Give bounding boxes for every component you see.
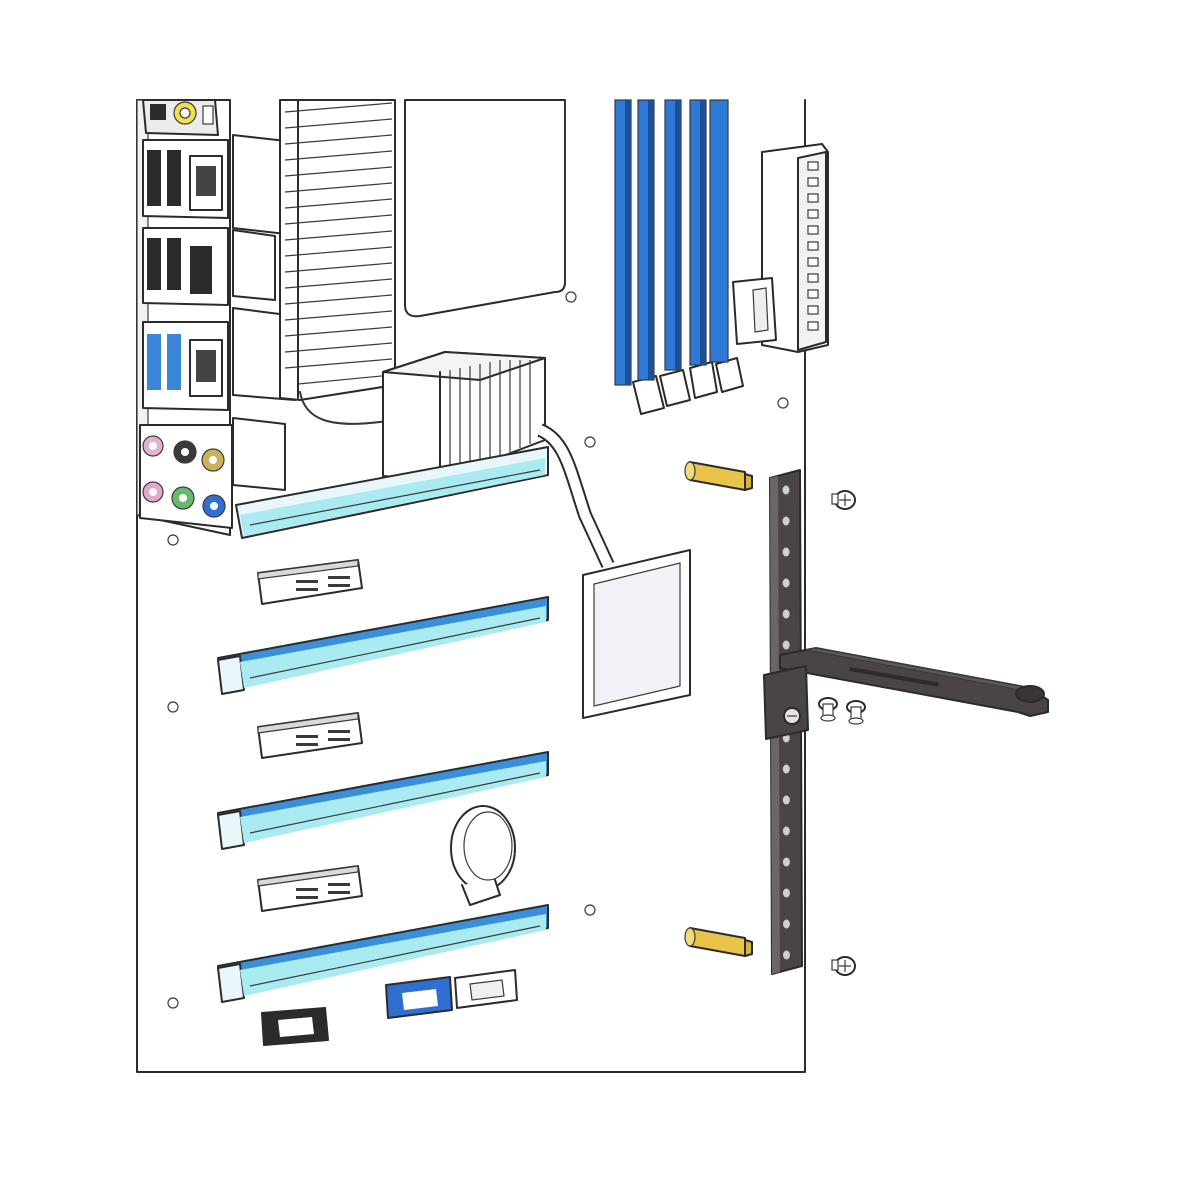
- screw-icon: [846, 700, 866, 725]
- usb3-port-icon: [147, 334, 161, 390]
- hdmi-port-icon: [190, 246, 212, 294]
- bracket-hole: [782, 485, 790, 495]
- bracket-hole: [782, 795, 790, 805]
- usb3-port-icon: [167, 334, 181, 390]
- screw-icon: [831, 490, 856, 510]
- bracket-hole: [782, 609, 790, 619]
- bracket-hole: [782, 547, 790, 557]
- white-header: [454, 969, 518, 1009]
- bracket-hole: [783, 950, 790, 960]
- standoff-icon: [684, 927, 753, 957]
- bracket-hole: [782, 640, 790, 650]
- cmos-battery-holder: [450, 805, 516, 906]
- chipset-heatsink: [382, 351, 691, 719]
- bracket-hole: [782, 857, 790, 867]
- bracket-hole: [782, 764, 790, 774]
- usb-port-icon: [167, 238, 181, 290]
- pcie-slot-3: [217, 751, 549, 850]
- rear-io-panel: [136, 99, 233, 536]
- usb-port-icon: [147, 238, 161, 290]
- dimm-slots: [614, 99, 744, 415]
- blue-header: [385, 976, 453, 1019]
- chip: [257, 559, 363, 605]
- pcie-slot-1: [235, 446, 549, 539]
- usb-port-icon: [147, 150, 161, 206]
- cpu-socket-plate: [404, 99, 566, 318]
- screw-icon: [831, 956, 856, 976]
- bracket-hole: [782, 826, 790, 836]
- mounting-holes: [167, 291, 789, 1009]
- bracket-hole: [782, 578, 790, 588]
- vrm-heatsink: [232, 99, 396, 491]
- bracket-hole: [782, 888, 790, 898]
- pcie-slot-2: [217, 596, 549, 695]
- gpu-support-bracket: [763, 469, 1049, 975]
- dimm-slot: [664, 99, 718, 399]
- atx-power-connector: [761, 143, 829, 353]
- bracket-holes: [782, 485, 790, 960]
- standoff-icon: [684, 461, 753, 491]
- black-header: [261, 1007, 329, 1046]
- screw-icon: [818, 697, 838, 722]
- bracket-hole: [782, 516, 790, 526]
- chip: [257, 712, 363, 759]
- io-block-2: [142, 227, 229, 306]
- dimm-slot: [637, 99, 691, 407]
- audio-jack-cluster: [139, 424, 233, 529]
- bracket-hole: [782, 919, 790, 929]
- io-block-1: [142, 139, 229, 219]
- dimm-slot: [689, 99, 744, 393]
- chip: [257, 865, 363, 912]
- io-block-3: [142, 321, 229, 411]
- pcie-slot-4: [217, 904, 549, 1003]
- usb-port-icon: [167, 150, 181, 206]
